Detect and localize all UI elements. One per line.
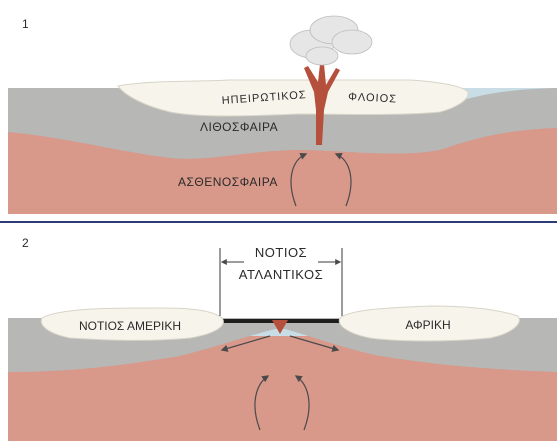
panel-1-number: 1 (22, 17, 29, 31)
asthenosphere-label: ΑΣΘΕΝΟΣΦΑΙΡΑ (178, 175, 278, 189)
lithosphere-label: ΛΙΘΟΣΦΑΙΡΑ (200, 120, 278, 134)
africa-label: ΑΦΡΙΚΗ (405, 318, 450, 332)
panel-1: 1 ΗΠΕΙΡΩΤΙΚΟΣ ΦΛΟΙΟΣ ΛΙΘΟΣΦΑΙΡΑ ΑΣΘΕΝΟΣΦ… (8, 16, 557, 214)
volcanic-smoke (290, 16, 372, 65)
panel-2: 2 ΝΟΤΙΟΣ ΑΤΛΑΝΤΙΚΟΣ ΝΟΤΙΟΣ ΑΜΕΡΙΚΗ ΑΦΡΙΚ… (8, 236, 557, 441)
south-america-label: ΝΟΤΙΟΣ ΑΜΕΡΙΚΗ (79, 319, 181, 333)
ocean-label-line2: ΑΤΛΑΝΤΙΚΟΣ (239, 267, 323, 282)
continental-crust-label-right: ΦΛΟΙΟΣ (348, 91, 397, 106)
panel-2-number: 2 (22, 236, 29, 250)
ocean-label-line1: ΝΟΤΙΟΣ (255, 245, 307, 260)
